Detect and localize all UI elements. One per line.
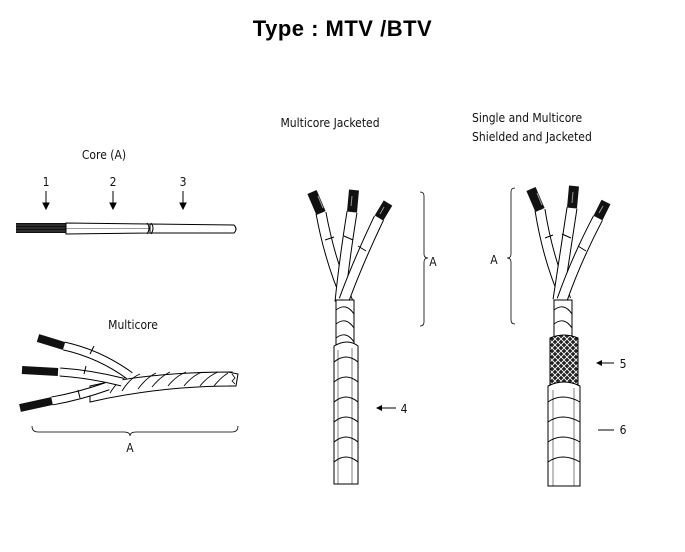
jacketed-dimension	[419, 191, 429, 327]
callout-5-arrow	[596, 360, 614, 366]
callout-1: 1	[43, 175, 50, 189]
conductor	[16, 223, 68, 233]
shielded-figure: Single and Multicore Shielded and Jacket…	[472, 111, 627, 487]
nylon-jacket	[149, 223, 237, 234]
multicore-figure: Multicore	[19, 318, 239, 455]
jacketed-label: Multicore Jacketed	[280, 116, 379, 130]
callout-6: 6	[620, 423, 627, 437]
jacketed-dim-a: A	[429, 255, 437, 269]
shielded-cores	[526, 185, 611, 303]
callout-arrows	[42, 191, 187, 211]
shielded-label-line2: Shielded and Jacketed	[472, 130, 592, 144]
callout-4: 4	[401, 402, 408, 416]
callout-4-arrow	[376, 405, 396, 411]
multicore-dimension	[31, 425, 239, 437]
jacketed-cores	[307, 189, 393, 305]
shielded-dim-a: A	[490, 253, 498, 267]
callout-5: 5	[620, 357, 627, 371]
multicore-cores	[19, 334, 133, 412]
shielded-label-line1: Single and Multicore	[472, 111, 582, 125]
braid-shield	[549, 334, 579, 387]
jacketed-outer-jacket	[333, 341, 359, 485]
core-figure: Core (A) 1 2 3	[16, 148, 237, 235]
multicore-dim-a: A	[126, 441, 134, 455]
page-title: Type : MTV /BTV	[252, 16, 433, 41]
shielded-outer-jacket	[547, 381, 581, 487]
callout-3: 3	[180, 175, 187, 189]
jacketed-figure: Multicore Jacketed	[280, 116, 437, 485]
callout-2: 2	[110, 175, 117, 189]
multicore-body	[89, 371, 239, 403]
multicore-label: Multicore	[108, 318, 158, 332]
shielded-dimension	[506, 187, 516, 325]
core-label: Core (A)	[82, 148, 126, 162]
